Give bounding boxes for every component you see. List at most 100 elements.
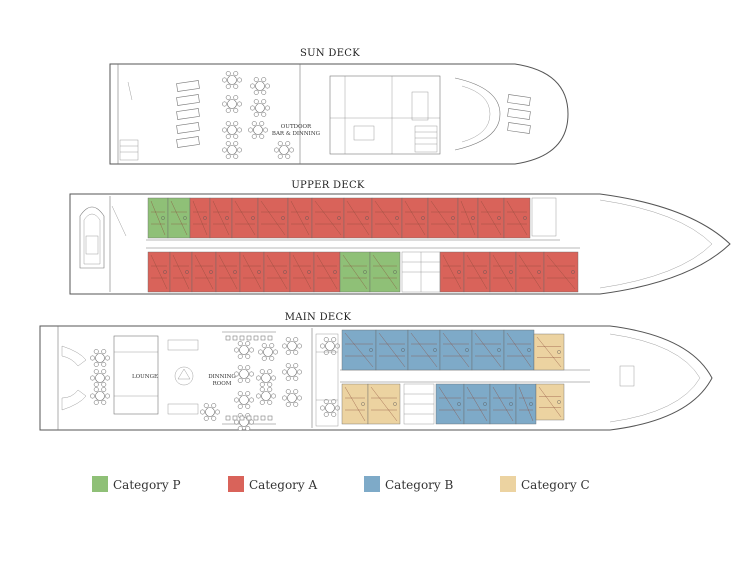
cabin-upper-bottom [489,251,517,293]
table-icon [282,363,302,381]
table-icon [320,337,340,355]
table-icon [250,77,270,95]
cabin-main-bottom [435,383,465,425]
cabin-upper-bottom [339,251,371,293]
lounge-label: LOUNGE [132,374,158,380]
cabin-upper-bottom [169,251,193,293]
table-icon [274,141,294,159]
legend-item: Category C [500,476,590,492]
cabin-upper-top [477,197,505,239]
cabin-upper-bottom [215,251,241,293]
chair-icon [246,415,252,421]
table-icon [234,391,254,409]
table-icon [258,343,278,361]
sun-bar-label-2: BAR & DINNING [272,131,320,137]
table-icon [90,387,110,405]
chair-icon [267,415,273,421]
sun-deck: OUTDOOR BAR & DINNING [109,63,569,165]
cabin-upper-bottom [313,251,341,293]
cabin-upper-top [503,197,531,239]
cabin-upper-top [147,197,169,239]
cabin-upper-bottom [147,251,171,293]
cabin-main-bottom [535,383,565,421]
cabin-upper-top [371,197,403,239]
cabin-upper-bottom [239,251,265,293]
cabin-upper-top [231,197,259,239]
upper-deck-title: UPPER DECK [291,180,365,191]
legend-swatch [500,476,516,492]
cabin-upper-bottom [439,251,465,293]
cabin-upper-bottom [289,251,315,293]
cabin-main-bottom [463,383,491,425]
cabin-main-bottom [489,383,517,425]
table-icon [234,341,254,359]
cabin-upper-top [287,197,313,239]
cabin-main-top [503,329,535,371]
cabin-upper-bottom [515,251,545,293]
chair-icon [246,335,252,341]
table-icon [90,349,110,367]
cabin-main-bottom [515,383,537,425]
cabin-main-top [407,329,441,371]
cabin-upper-top [189,197,211,239]
legend-item: Category B [364,476,453,492]
chair-icon [260,415,266,421]
sun-deck-title: SUN DECK [300,48,360,59]
legend-label: Category B [385,478,453,492]
chair-icon [232,335,238,341]
legend: Category P Category A Category B Category C [92,476,590,492]
table-icon [320,399,340,417]
table-icon [282,337,302,355]
cabin-upper-top [343,197,373,239]
chair-icon [225,335,231,341]
dining-label: DINNING [208,374,236,380]
table-icon [222,71,242,89]
cabin-upper-top [401,197,429,239]
cabin-main-bottom [341,383,369,425]
cabin-main-bottom [367,383,401,425]
main-deck-title: MAIN DECK [285,312,352,323]
cabin-upper-bottom [543,251,579,293]
table-icon [256,387,276,405]
legend-swatch [228,476,244,492]
legend-swatch [364,476,380,492]
chair-icon [260,335,266,341]
table-icon [248,121,268,139]
main-deck: LOUNGE DINNING ROOM [39,325,713,431]
cabin-upper-top [257,197,289,239]
table-icon [90,369,110,387]
cabin-upper-bottom [463,251,491,293]
cabin-upper-top [209,197,233,239]
cabin-main-top [341,329,377,371]
table-icon [234,365,254,383]
legend-label: Category A [249,478,317,492]
table-icon [222,95,242,113]
sun-bar-label: OUTDOOR [281,124,312,130]
cabin-upper-bottom [263,251,291,293]
dining-label-2: ROOM [213,381,232,387]
cabin-upper-top [427,197,459,239]
legend-item: Category A [228,476,317,492]
chair-icon [239,335,245,341]
chair-icon [239,415,245,421]
chair-icon [253,415,259,421]
table-icon [222,141,242,159]
chair-icon [253,335,259,341]
table-icon [250,99,270,117]
table-icon [282,389,302,407]
cabin-upper-top [167,197,191,239]
chair-icon [225,415,231,421]
cabin-upper-top [457,197,479,239]
legend-swatch [92,476,108,492]
chair-icon [232,415,238,421]
cabin-upper-bottom [191,251,217,293]
cabin-main-top [471,329,505,371]
cabin-main-top [439,329,473,371]
legend-label: Category C [521,478,590,492]
table-icon [200,403,220,421]
upper-deck [69,193,731,295]
cabin-main-top [375,329,409,371]
cabin-main-top [533,333,565,371]
legend-label: Category P [113,478,181,492]
